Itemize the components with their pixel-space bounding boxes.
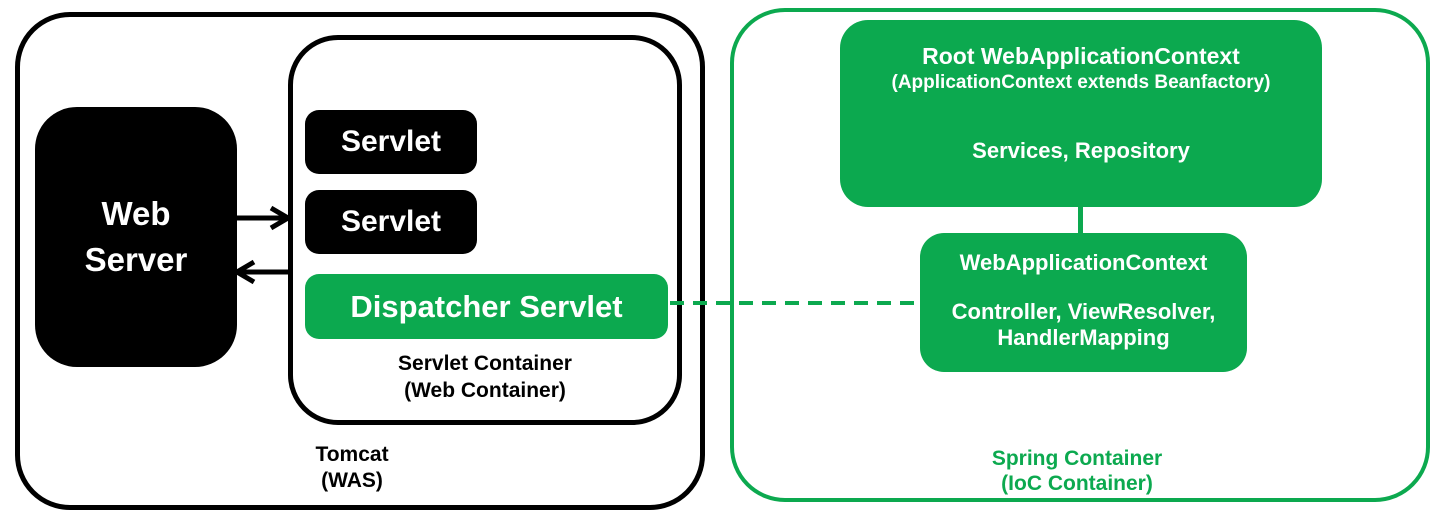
tomcat-label-line1: Tomcat xyxy=(315,443,389,466)
web-server-label-line2: Server xyxy=(84,241,188,278)
dispatcher-servlet-label: Dispatcher Servlet xyxy=(350,288,623,324)
spring-container-label-line2: (IoC Container) xyxy=(1001,472,1153,495)
root-context-subtitle: (ApplicationContext extends Beanfactory) xyxy=(891,72,1271,93)
webapplicationcontext-box: WebApplicationContext Controller, ViewRe… xyxy=(920,233,1247,372)
servlet-container-label: Servlet Container (Web Container) xyxy=(288,350,682,404)
servlet-2-label: Servlet xyxy=(340,205,442,238)
servlet-container-label-line1: Servlet Container xyxy=(398,352,572,375)
root-webapplicationcontext-box: Root WebApplicationContext (ApplicationC… xyxy=(840,20,1322,207)
web-context-body: Controller, ViewResolver, HandlerMapping xyxy=(920,299,1247,351)
servlet-box-1: Servlet xyxy=(305,110,477,174)
root-context-body: Services, Repository xyxy=(972,138,1190,163)
servlet-box-2: Servlet xyxy=(305,190,477,254)
root-context-title: Root WebApplicationContext xyxy=(922,43,1240,69)
servlet-1-label: Servlet xyxy=(340,125,442,158)
tomcat-label: Tomcat (WAS) xyxy=(252,442,452,494)
tomcat-label-line2: (WAS) xyxy=(321,469,383,492)
servlet-container-label-line2: (Web Container) xyxy=(404,379,566,402)
spring-container-label: Spring Container (IoC Container) xyxy=(877,446,1277,496)
web-server-box: Web Server xyxy=(35,107,237,367)
dispatcher-servlet-box: Dispatcher Servlet xyxy=(305,274,668,339)
spring-container-label-line1: Spring Container xyxy=(991,447,1163,470)
web-context-body-line1: Controller, ViewResolver, xyxy=(951,299,1216,324)
web-context-title: WebApplicationContext xyxy=(959,250,1208,275)
web-context-body-line2: HandlerMapping xyxy=(997,325,1170,350)
web-server-label-line1: Web xyxy=(101,195,171,232)
